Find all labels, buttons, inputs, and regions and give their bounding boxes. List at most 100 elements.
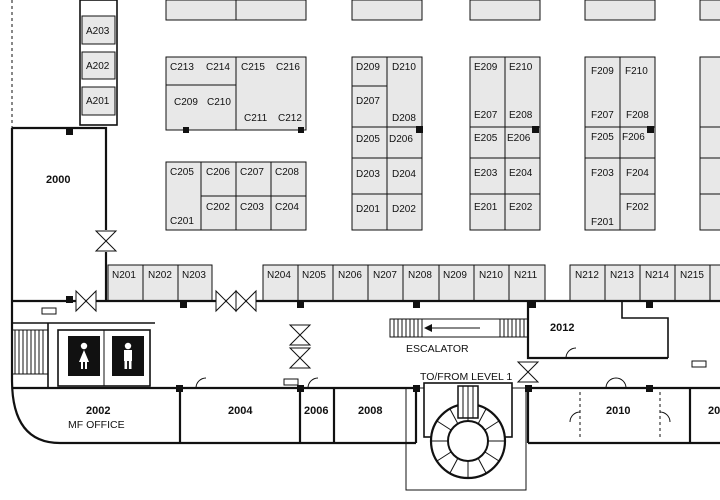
booth-label: C214 bbox=[206, 62, 230, 73]
booth-label: C205 bbox=[170, 167, 194, 178]
booth-label: F207 bbox=[591, 110, 614, 121]
a-column-outline bbox=[79, 0, 118, 126]
door-swing bbox=[569, 411, 581, 423]
booth-label: C210 bbox=[207, 97, 231, 108]
booth-row-top-d[interactable] bbox=[351, 0, 423, 21]
room-2002-walls bbox=[10, 379, 180, 445]
door-swing bbox=[307, 377, 319, 389]
booth-a203[interactable] bbox=[81, 15, 116, 45]
room-2006-label: 2006 bbox=[304, 405, 328, 417]
room-2012-label: 2012 bbox=[550, 322, 574, 334]
booth-label: N206 bbox=[338, 270, 362, 281]
booth-label: N202 bbox=[148, 270, 172, 281]
booth-label: E203 bbox=[474, 168, 498, 179]
booth-label: N209 bbox=[443, 270, 467, 281]
booth-label: C209 bbox=[174, 97, 198, 108]
booth-label: A203 bbox=[86, 26, 110, 37]
room-2004-label: 2004 bbox=[228, 405, 253, 417]
door-icon bbox=[215, 289, 237, 313]
booth-a202[interactable] bbox=[81, 51, 116, 80]
booth-label: D202 bbox=[392, 204, 416, 215]
booth-label: D205 bbox=[356, 134, 380, 145]
booth-label: N211 bbox=[514, 270, 538, 281]
door-swing bbox=[659, 411, 671, 423]
door-icon bbox=[288, 324, 312, 346]
booth-block-g[interactable] bbox=[699, 56, 720, 231]
booth-label: D207 bbox=[356, 96, 380, 107]
booth-label: N214 bbox=[645, 270, 669, 281]
booth-row-top-g[interactable] bbox=[699, 0, 720, 21]
room-2010-label: 2010 bbox=[606, 405, 630, 417]
booth-row-n-west[interactable] bbox=[107, 264, 213, 302]
booth-label: E202 bbox=[509, 202, 533, 213]
booth-label: E201 bbox=[474, 202, 498, 213]
booth-label: N207 bbox=[373, 270, 397, 281]
room-partial-label: 20 bbox=[708, 405, 720, 417]
booth-label: C212 bbox=[278, 113, 302, 124]
booth-label: D203 bbox=[356, 169, 380, 180]
booth-label: F208 bbox=[626, 110, 649, 121]
booth-label: C208 bbox=[275, 167, 299, 178]
booth-label: C213 bbox=[170, 62, 194, 73]
room-2002-label: 2002 bbox=[86, 405, 110, 417]
booth-label: C216 bbox=[276, 62, 300, 73]
booth-row-n-east[interactable] bbox=[569, 264, 720, 302]
door-icon bbox=[75, 289, 97, 313]
booth-label: C202 bbox=[206, 202, 230, 213]
door-swing bbox=[565, 347, 577, 359]
booth-row-top-f[interactable] bbox=[584, 0, 656, 21]
booth-label: N210 bbox=[479, 270, 503, 281]
door-icon bbox=[288, 347, 312, 369]
booth-label: F204 bbox=[626, 168, 649, 179]
door-swing bbox=[195, 377, 207, 389]
booth-row-n-center[interactable] bbox=[262, 264, 546, 302]
booth-label: F201 bbox=[591, 217, 614, 228]
booth-label: C203 bbox=[240, 202, 264, 213]
booth-label: D210 bbox=[392, 62, 416, 73]
booth-label: N204 bbox=[267, 270, 291, 281]
utility-mark bbox=[283, 378, 299, 386]
to-from-level-1-label: TO/FROM LEVEL 1 bbox=[420, 371, 512, 383]
escalator-label: ESCALATOR bbox=[406, 343, 469, 355]
booth-label: D204 bbox=[392, 169, 416, 180]
room-2008-label: 2008 bbox=[358, 405, 382, 417]
booth-label: C201 bbox=[170, 216, 194, 227]
room-2000-walls bbox=[12, 126, 108, 230]
booth-label: F209 bbox=[591, 66, 614, 77]
door-icon bbox=[516, 361, 540, 383]
booth-label: N203 bbox=[182, 270, 206, 281]
booth-label: C206 bbox=[206, 167, 230, 178]
door-icon bbox=[235, 289, 257, 313]
booth-a201[interactable] bbox=[81, 86, 116, 116]
booth-label: E206 bbox=[507, 133, 531, 144]
booth-label: E210 bbox=[509, 62, 533, 73]
room-2000-label: 2000 bbox=[46, 174, 70, 186]
booth-label: E207 bbox=[474, 110, 498, 121]
booth-label: F205 bbox=[591, 132, 614, 143]
booth-label: D208 bbox=[392, 113, 416, 124]
room-2012-walls bbox=[526, 301, 668, 360]
booth-label: N208 bbox=[408, 270, 432, 281]
booth-label: E208 bbox=[509, 110, 533, 121]
booth-row-top-e[interactable] bbox=[469, 0, 541, 21]
booth-label: N212 bbox=[575, 270, 599, 281]
booth-label: F206 bbox=[622, 132, 645, 143]
booth-label: D209 bbox=[356, 62, 380, 73]
booth-label: E209 bbox=[474, 62, 498, 73]
utility-mark bbox=[41, 307, 57, 315]
booth-label: D201 bbox=[356, 204, 380, 215]
utility-mark bbox=[691, 360, 707, 368]
escalator-steps bbox=[393, 319, 525, 337]
booth-label: F203 bbox=[591, 168, 614, 179]
booth-label: E204 bbox=[509, 168, 533, 179]
booth-label: D206 bbox=[389, 134, 413, 145]
booth-label: A201 bbox=[86, 96, 110, 107]
booth-label: A202 bbox=[86, 61, 110, 72]
booth-label: C204 bbox=[275, 202, 299, 213]
booth-label: N215 bbox=[680, 270, 704, 281]
door-icon bbox=[94, 230, 118, 252]
booth-label: N201 bbox=[112, 270, 136, 281]
booth-label: C211 bbox=[244, 113, 268, 124]
